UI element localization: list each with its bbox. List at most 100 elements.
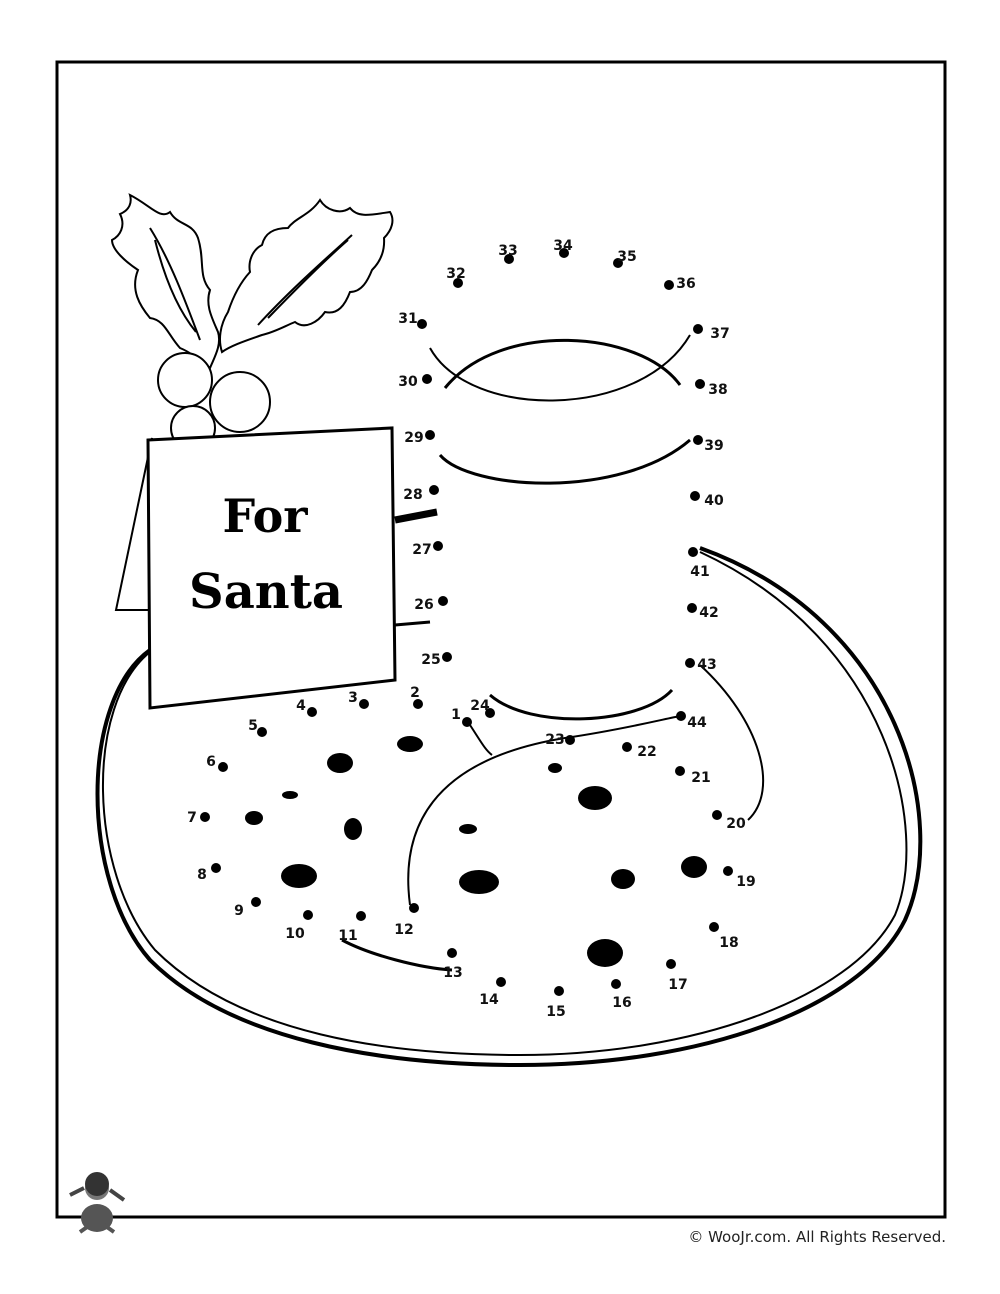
- dot-15: [554, 986, 564, 996]
- page-border: [55, 60, 947, 1219]
- dot-label-20: 20: [726, 816, 746, 832]
- dot-label-27: 27: [412, 542, 431, 558]
- dot-label-11: 11: [338, 928, 357, 944]
- dot-label-25: 25: [421, 652, 440, 668]
- dot-label-36: 36: [676, 276, 695, 292]
- dot-36: [664, 280, 674, 290]
- dot-label-40: 40: [704, 493, 724, 509]
- dot-label-6: 6: [206, 754, 216, 770]
- dot-19: [723, 866, 733, 876]
- dot-5: [257, 727, 267, 737]
- dot-25: [442, 652, 452, 662]
- dot-14: [496, 977, 506, 987]
- dot-label-42: 42: [699, 605, 718, 621]
- dot-label-29: 29: [404, 430, 423, 446]
- dot-35: [613, 258, 623, 268]
- dot-label-21: 21: [691, 770, 710, 786]
- dot-label-14: 14: [479, 992, 499, 1008]
- tent-card: [114, 426, 397, 710]
- dot-11: [356, 911, 366, 921]
- dot-label-8: 8: [197, 867, 207, 883]
- dot-label-2: 2: [410, 685, 420, 701]
- dot-label-4: 4: [296, 698, 306, 714]
- dot-1: [462, 717, 472, 727]
- dot-label-5: 5: [248, 718, 258, 734]
- dot-label-33: 33: [498, 243, 517, 259]
- dot-label-39: 39: [704, 438, 723, 454]
- dot-29: [425, 430, 435, 440]
- dot-18: [709, 922, 719, 932]
- dot-label-26: 26: [414, 597, 433, 613]
- dot-label-10: 10: [285, 926, 305, 942]
- woojr-mascot-logo: [69, 1172, 126, 1234]
- dot-label-17: 17: [668, 977, 687, 993]
- copyright-notice: © WooJr.com. All Rights Reserved.: [688, 1228, 946, 1246]
- dot-31: [417, 319, 427, 329]
- chocolate-chips: [245, 736, 707, 967]
- dot-3: [359, 699, 369, 709]
- dot-2: [413, 699, 423, 709]
- dot-13: [447, 948, 457, 958]
- dot-6: [218, 762, 228, 772]
- dot-label-19: 19: [736, 874, 755, 890]
- mug-lines: [394, 334, 765, 821]
- dot-4: [307, 707, 317, 717]
- dot-27: [433, 541, 443, 551]
- dot-label-16: 16: [612, 995, 631, 1011]
- dot-26: [438, 596, 448, 606]
- card-text-line1: For: [222, 489, 308, 543]
- dot-38: [695, 379, 705, 389]
- dot-label-13: 13: [443, 965, 462, 981]
- dot-label-12: 12: [394, 922, 413, 938]
- dot-39: [693, 435, 703, 445]
- dot-label-1: 1: [451, 707, 461, 723]
- dot-label-31: 31: [398, 311, 417, 327]
- dot-21: [675, 766, 685, 776]
- dot-7: [200, 812, 210, 822]
- dot-30: [422, 374, 432, 384]
- dot-label-7: 7: [187, 810, 197, 826]
- dot-8: [211, 863, 221, 873]
- dot-label-24: 24: [470, 698, 490, 714]
- dot-32: [453, 278, 463, 288]
- dot-label-3: 3: [348, 690, 358, 706]
- dot-label-22: 22: [637, 744, 656, 760]
- dot-22: [622, 742, 632, 752]
- dot-23: [565, 735, 575, 745]
- dot-label-35: 35: [617, 249, 636, 265]
- cookie-lines: [341, 715, 681, 972]
- dot-label-23: 23: [545, 732, 564, 748]
- dot-label-15: 15: [546, 1004, 565, 1020]
- dot-label-28: 28: [403, 487, 422, 503]
- dot-42: [687, 603, 697, 613]
- dot-40: [690, 491, 700, 501]
- dot-16: [611, 979, 621, 989]
- dot-24: [485, 708, 495, 718]
- dot-33: [504, 254, 514, 264]
- dot-label-43: 43: [697, 657, 716, 673]
- dot-label-9: 9: [234, 903, 244, 919]
- dot-label-41: 41: [690, 564, 709, 580]
- dot-10: [303, 910, 313, 920]
- dot-9: [251, 897, 261, 907]
- dot-label-38: 38: [708, 382, 727, 398]
- dot-17: [666, 959, 676, 969]
- holly-leaves-illustration: [110, 193, 394, 451]
- dot-34: [559, 248, 569, 258]
- dot-12: [409, 903, 419, 913]
- dot-41: [688, 547, 698, 557]
- dot-28: [429, 485, 439, 495]
- dot-43: [685, 658, 695, 668]
- dot-label-30: 30: [398, 374, 418, 390]
- dot-label-18: 18: [719, 935, 738, 951]
- dot-37: [693, 324, 703, 334]
- card-text-line2: Santa: [189, 564, 343, 620]
- dot-label-37: 37: [710, 326, 729, 342]
- dot-label-44: 44: [687, 715, 707, 731]
- dot-label-32: 32: [446, 266, 465, 282]
- dot-20: [712, 810, 722, 820]
- dot-label-34: 34: [553, 238, 573, 254]
- dot-44: [676, 711, 686, 721]
